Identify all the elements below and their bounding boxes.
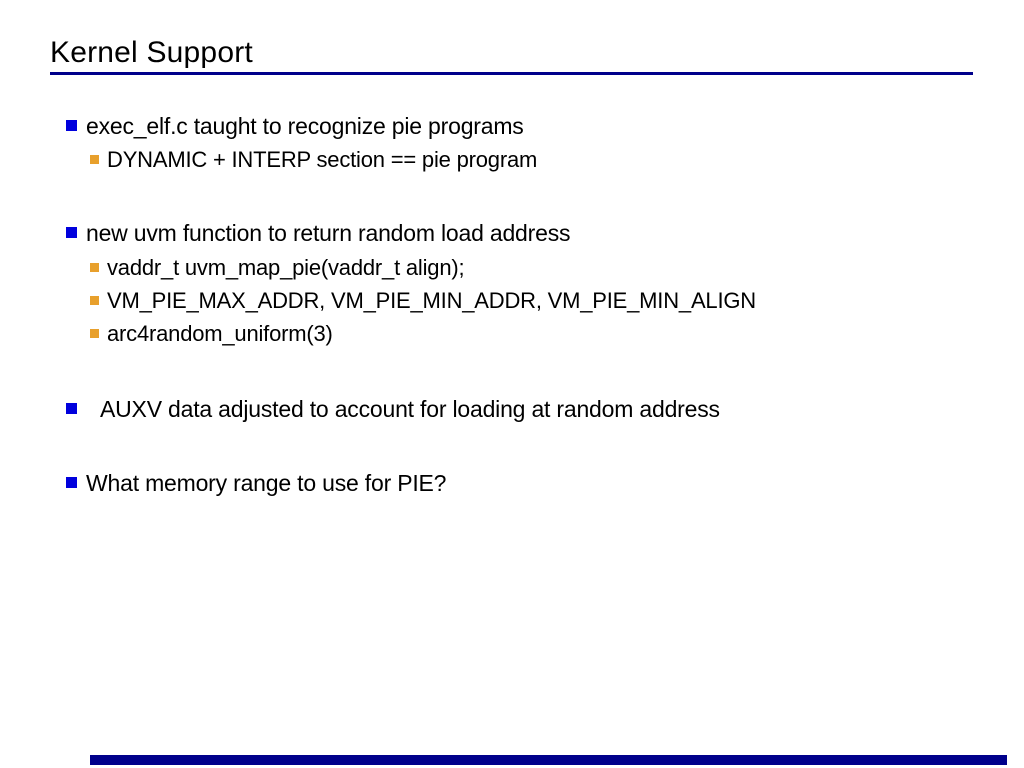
bullet-item-dynamic-interp: DYNAMIC + INTERP section == pie program bbox=[90, 147, 537, 173]
orange-square-bullet-icon bbox=[90, 263, 99, 272]
bullet-text: exec_elf.c taught to recognize pie progr… bbox=[86, 113, 524, 139]
bullet-text: arc4random_uniform(3) bbox=[107, 321, 333, 346]
slide-progress-bar bbox=[90, 755, 1007, 765]
bullet-text: AUXV data adjusted to account for loadin… bbox=[100, 396, 720, 422]
bullet-item-vaddr-t: vaddr_t uvm_map_pie(vaddr_t align); bbox=[90, 255, 465, 281]
blue-square-bullet-icon bbox=[66, 227, 77, 238]
blue-square-bullet-icon bbox=[66, 403, 77, 414]
bullet-item-memory-range: What memory range to use for PIE? bbox=[66, 470, 446, 497]
bullet-item-auxv-data: AUXV data adjusted to account for loadin… bbox=[66, 396, 720, 423]
bullet-item-vm-pie-macros: VM_PIE_MAX_ADDR, VM_PIE_MIN_ADDR, VM_PIE… bbox=[90, 288, 756, 314]
bullet-text: What memory range to use for PIE? bbox=[86, 470, 447, 496]
bullet-item-uvm-function: new uvm function to return random load a… bbox=[66, 220, 570, 247]
bullet-text: new uvm function to return random load a… bbox=[86, 220, 571, 246]
bullet-item-arc4random: arc4random_uniform(3) bbox=[90, 321, 333, 347]
bullet-text: DYNAMIC + INTERP section == pie program bbox=[107, 147, 538, 172]
blue-square-bullet-icon bbox=[66, 120, 77, 131]
orange-square-bullet-icon bbox=[90, 155, 99, 164]
bullet-text: VM_PIE_MAX_ADDR, VM_PIE_MIN_ADDR, VM_PIE… bbox=[107, 288, 756, 313]
title-underline-rule bbox=[50, 72, 973, 75]
orange-square-bullet-icon bbox=[90, 296, 99, 305]
bullet-text: vaddr_t uvm_map_pie(vaddr_t align); bbox=[107, 255, 465, 280]
orange-square-bullet-icon bbox=[90, 329, 99, 338]
slide-title: Kernel Support bbox=[50, 36, 253, 69]
bullet-item-exec-elf: exec_elf.c taught to recognize pie progr… bbox=[66, 113, 524, 140]
blue-square-bullet-icon bbox=[66, 477, 77, 488]
